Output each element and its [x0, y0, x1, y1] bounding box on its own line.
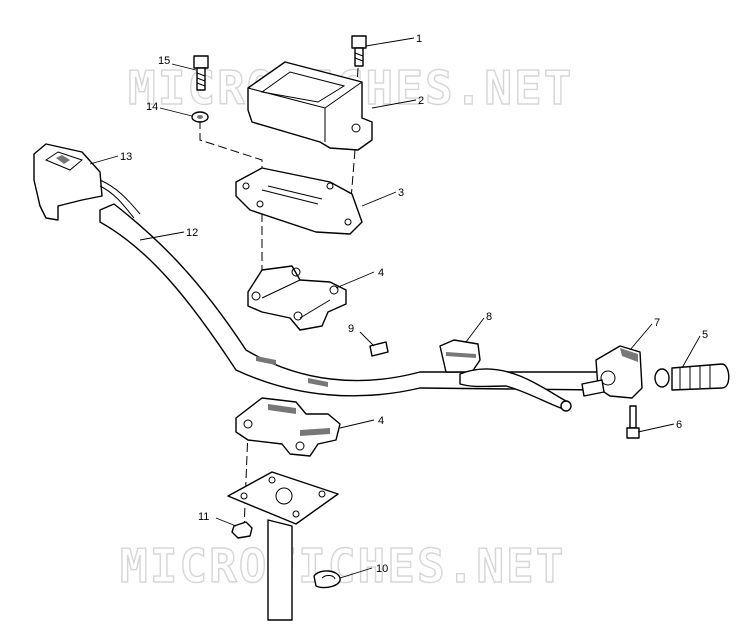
callout-7: 7 — [654, 317, 660, 329]
callout-2: 2 — [418, 95, 424, 107]
part-clamp-10 — [313, 570, 341, 589]
callout-1: 1 — [416, 33, 422, 45]
callout-3: 3 — [398, 187, 404, 199]
callout-14: 14 — [146, 101, 158, 113]
callout-11: 11 — [198, 511, 209, 523]
callout-10: 10 — [376, 563, 388, 575]
callout-5: 5 — [702, 329, 708, 341]
part-washer-14 — [191, 111, 209, 123]
part-bolt-15 — [193, 55, 209, 91]
part-top-plate-3 — [235, 167, 363, 235]
callout-13: 13 — [120, 151, 132, 163]
callout-9: 9 — [348, 323, 354, 335]
part-cover-pad-2 — [247, 61, 373, 151]
part-brake-lever-8 — [439, 339, 572, 412]
callout-12: 12 — [186, 227, 198, 239]
part-lower-clamp-4 — [235, 397, 341, 457]
part-nut-11 — [231, 521, 253, 539]
callout-8: 8 — [486, 311, 492, 323]
callout-4-upper: 4 — [378, 267, 384, 279]
part-screw-6 — [626, 405, 640, 439]
callout-4-lower: 4 — [378, 415, 384, 427]
part-grip-5 — [654, 363, 730, 391]
part-switch-housing-7 — [581, 345, 643, 399]
part-throttle-housing-13 — [33, 143, 141, 221]
callout-6: 6 — [676, 419, 682, 431]
part-upper-clamp-4 — [247, 265, 347, 331]
leader-lines — [89, 37, 701, 579]
steering-post — [227, 471, 339, 621]
part-clip-9 — [369, 341, 389, 357]
part-bolt-1 — [351, 35, 367, 67]
callout-15: 15 — [158, 55, 170, 67]
watermark-bottom: MICROFICHES.NET — [120, 539, 565, 593]
callout-numbers: 1 2 3 4 4 5 6 7 8 9 10 11 12 13 14 15 — [120, 33, 708, 575]
